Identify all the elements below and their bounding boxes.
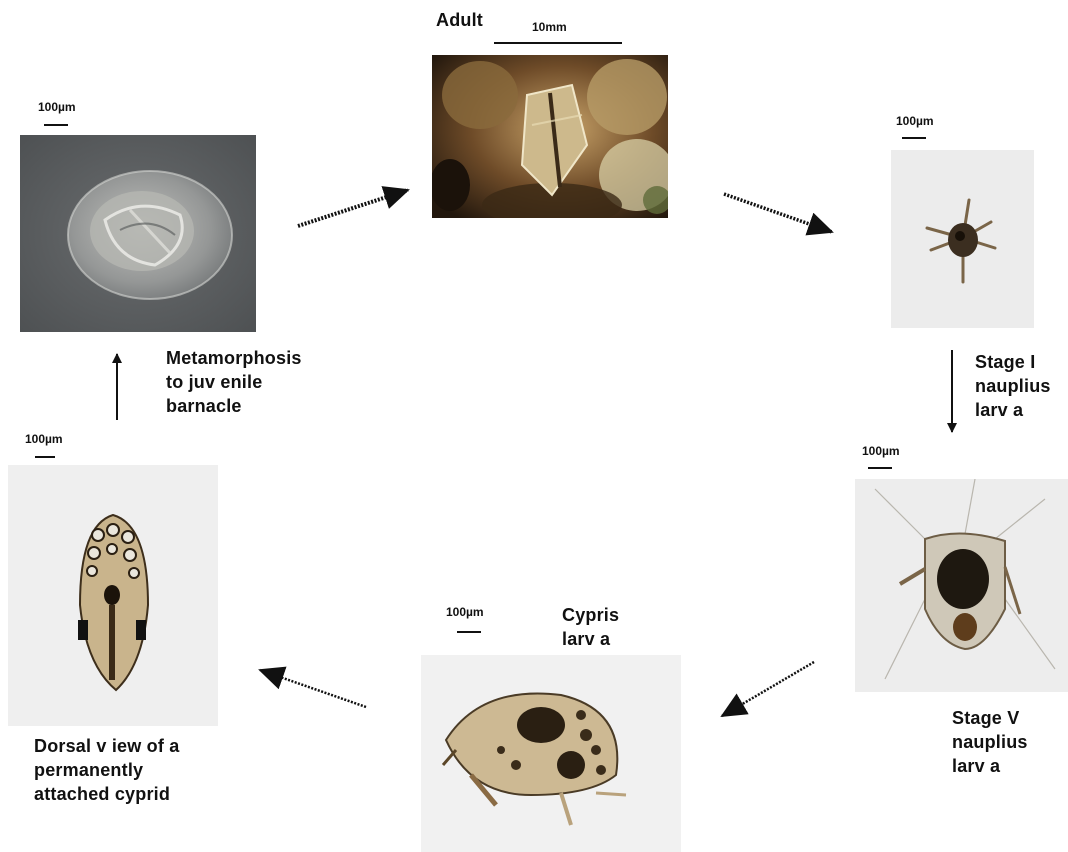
arrow-stage5-to-cypris	[722, 662, 814, 716]
juvenile-barnacle-photo	[20, 135, 256, 332]
cypris-scale-label: 100µm	[446, 605, 484, 619]
arrow-juvenile-to-adult	[298, 190, 408, 226]
cypris-label: Cypris larv a	[562, 603, 619, 651]
cypris-scale-bar	[457, 631, 481, 633]
stage1-nauplius-photo	[891, 150, 1034, 328]
cyprid-label: Dorsal v iew of a permanently attached c…	[34, 734, 179, 806]
cypris-larva-photo	[421, 655, 681, 852]
arrow-adult-to-stage1	[724, 194, 832, 232]
stage5-scale-label: 100µm	[862, 444, 900, 458]
juvenile-scale-label: 100µm	[38, 100, 76, 114]
stage5-nauplius-photo	[855, 479, 1068, 692]
adult-label: Adult	[436, 8, 483, 32]
cyprid-scale-label: 100µm	[25, 432, 63, 446]
stage5-scale-bar	[868, 467, 892, 469]
stage1-scale-bar	[902, 137, 926, 139]
stage5-label: Stage V nauplius larv a	[952, 706, 1028, 778]
cyprid-scale-bar	[35, 456, 55, 458]
cyprid-photo	[8, 465, 218, 726]
juvenile-scale-bar	[44, 124, 68, 126]
arrow-cypris-to-cyprid	[260, 670, 366, 707]
adult-scale-label: 10mm	[532, 20, 567, 34]
adult-barnacle-photo	[432, 55, 668, 218]
stage1-label: Stage I nauplius larv a	[975, 350, 1051, 422]
stage1-scale-label: 100µm	[896, 114, 934, 128]
adult-scale-bar	[494, 42, 622, 44]
juvenile-label: Metamorphosis to juv enile barnacle	[166, 346, 302, 418]
